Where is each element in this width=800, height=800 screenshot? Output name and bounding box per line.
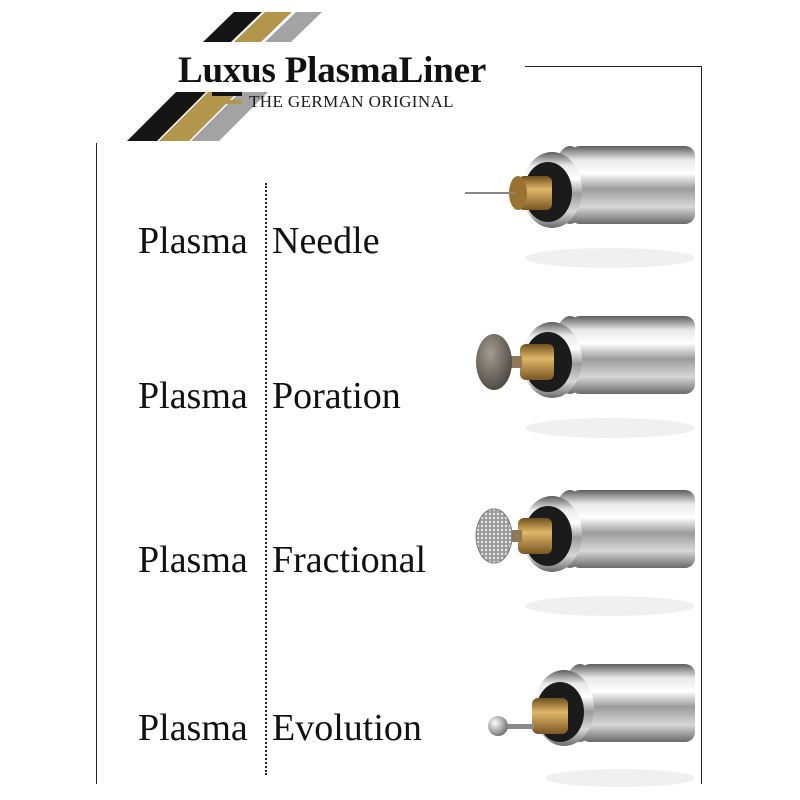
frame-line-top bbox=[525, 66, 702, 67]
product-name: Poration bbox=[272, 375, 401, 417]
disc-handpiece-icon bbox=[476, 316, 695, 438]
frame-line-left bbox=[96, 143, 97, 784]
product-prefix: Plasma bbox=[138, 375, 248, 417]
product-name: Evolution bbox=[272, 707, 422, 749]
logo-stripe-black-lower bbox=[127, 92, 206, 141]
product-prefix: Plasma bbox=[138, 707, 248, 749]
brand-name: Luxus PlasmaLiner bbox=[178, 50, 487, 91]
dotted-divider bbox=[265, 183, 267, 775]
logo-bar-gold bbox=[218, 100, 242, 104]
product-prefix: Plasma bbox=[138, 539, 248, 581]
needle-handpiece-icon bbox=[465, 146, 695, 268]
ball-handpiece-icon bbox=[488, 664, 695, 787]
brand-tagline: THE GERMAN ORIGINAL bbox=[249, 92, 454, 111]
logo-stripe-gray-upper bbox=[265, 12, 322, 42]
logo-stripe-black-upper bbox=[203, 12, 262, 42]
logo-stripe-gold-lower bbox=[159, 92, 238, 141]
product-prefix: Plasma bbox=[138, 220, 248, 262]
logo-bar-black bbox=[212, 92, 242, 96]
frame-line-right bbox=[701, 66, 702, 784]
mesh-handpiece-icon bbox=[475, 490, 695, 616]
product-name: Fractional bbox=[272, 539, 427, 581]
logo-stripe-gold-upper bbox=[234, 12, 292, 42]
product-name: Needle bbox=[272, 220, 380, 262]
